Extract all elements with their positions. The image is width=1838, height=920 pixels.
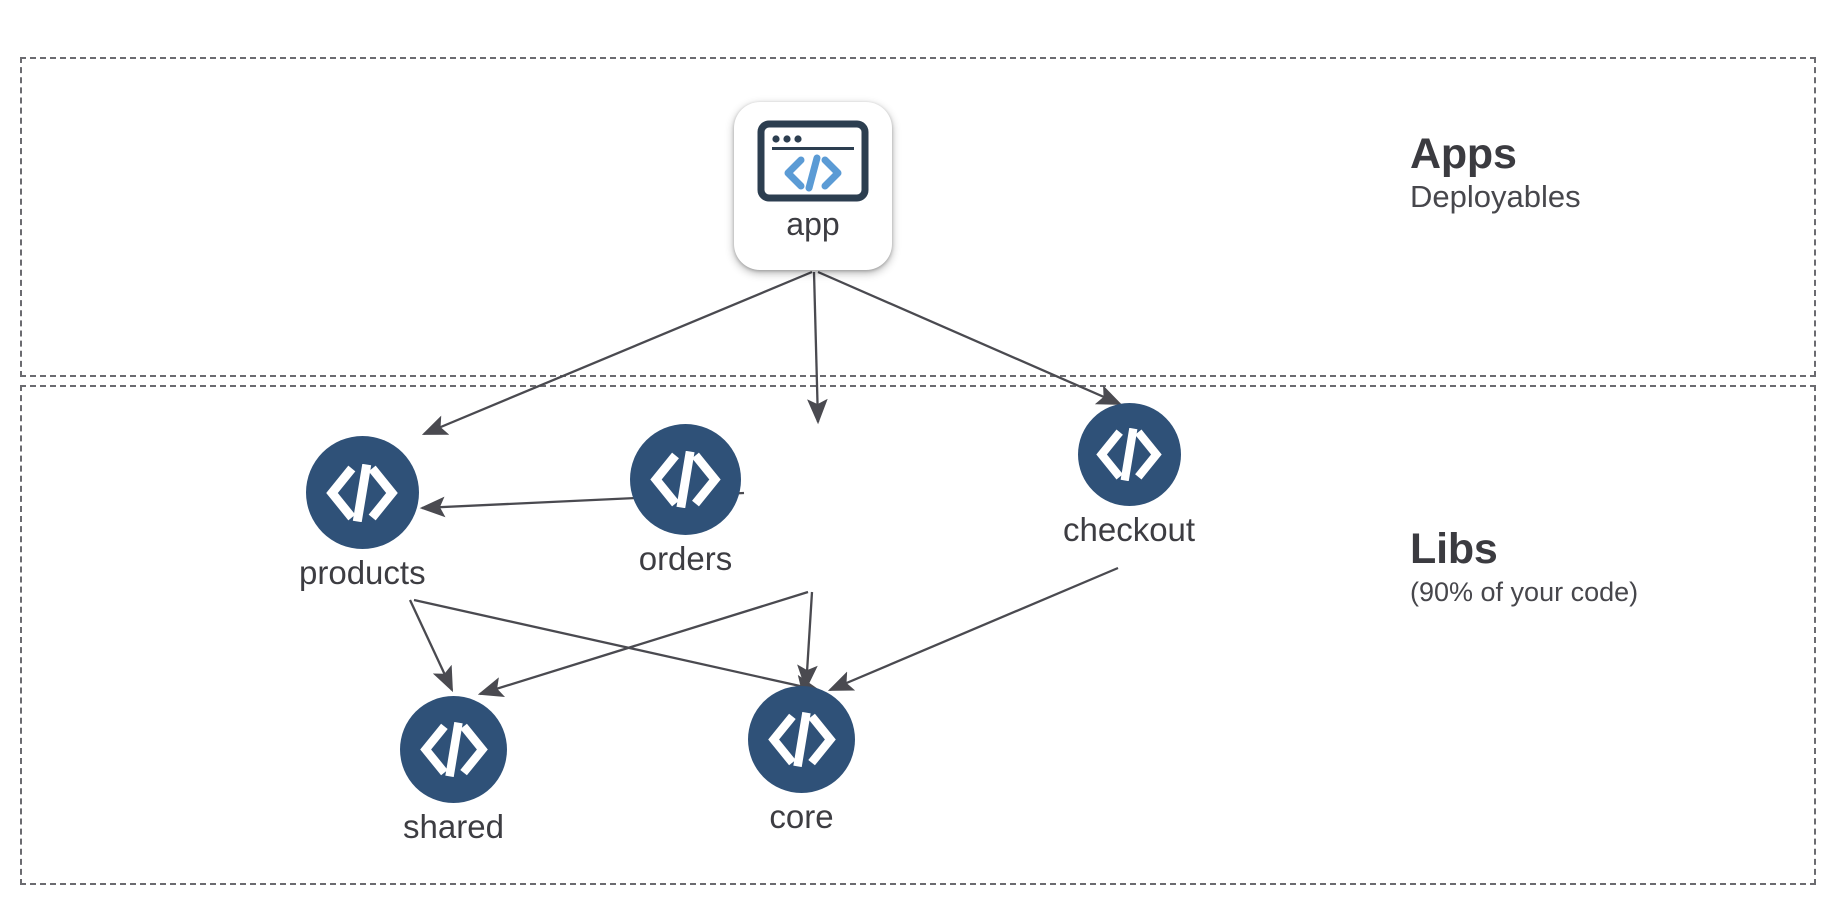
node-core-circle[interactable] [748, 686, 855, 793]
code-window-icon [757, 120, 869, 202]
region-libs-title: Libs [1410, 525, 1498, 573]
region-libs-subtitle: (90% of your code) [1410, 577, 1639, 608]
node-checkout-label: checkout [1063, 511, 1196, 548]
node-orders-label: orders [638, 540, 733, 577]
region-apps [20, 57, 1816, 377]
region-apps-title: Apps [1410, 130, 1517, 178]
node-shared-label: shared [403, 808, 504, 845]
node-checkout-circle[interactable] [1077, 403, 1181, 506]
region-label-libs: Libs (90% of your code) [1410, 525, 1638, 607]
region-libs [20, 385, 1816, 885]
code-brackets-icon [767, 712, 836, 767]
code-brackets-icon [326, 463, 399, 522]
node-core-label: core [769, 798, 834, 835]
code-brackets-icon [1096, 428, 1162, 481]
node-shared[interactable]: shared [400, 696, 507, 843]
node-app-label: app [786, 206, 840, 242]
region-apps-subtitle: Deployables [1410, 179, 1581, 215]
node-app[interactable]: app [734, 102, 892, 270]
node-shared-circle[interactable] [400, 696, 507, 803]
code-brackets-icon [650, 451, 721, 508]
node-orders-circle[interactable] [630, 424, 741, 535]
node-orders[interactable]: orders [630, 424, 741, 575]
node-core[interactable]: core [748, 686, 855, 833]
code-brackets-icon [419, 722, 488, 777]
node-products-circle[interactable] [305, 436, 419, 549]
node-products-label: products [299, 554, 426, 591]
node-checkout[interactable]: checkout [1063, 403, 1195, 546]
node-products[interactable]: products [299, 436, 426, 589]
region-label-apps: Apps Deployables [1410, 130, 1581, 215]
